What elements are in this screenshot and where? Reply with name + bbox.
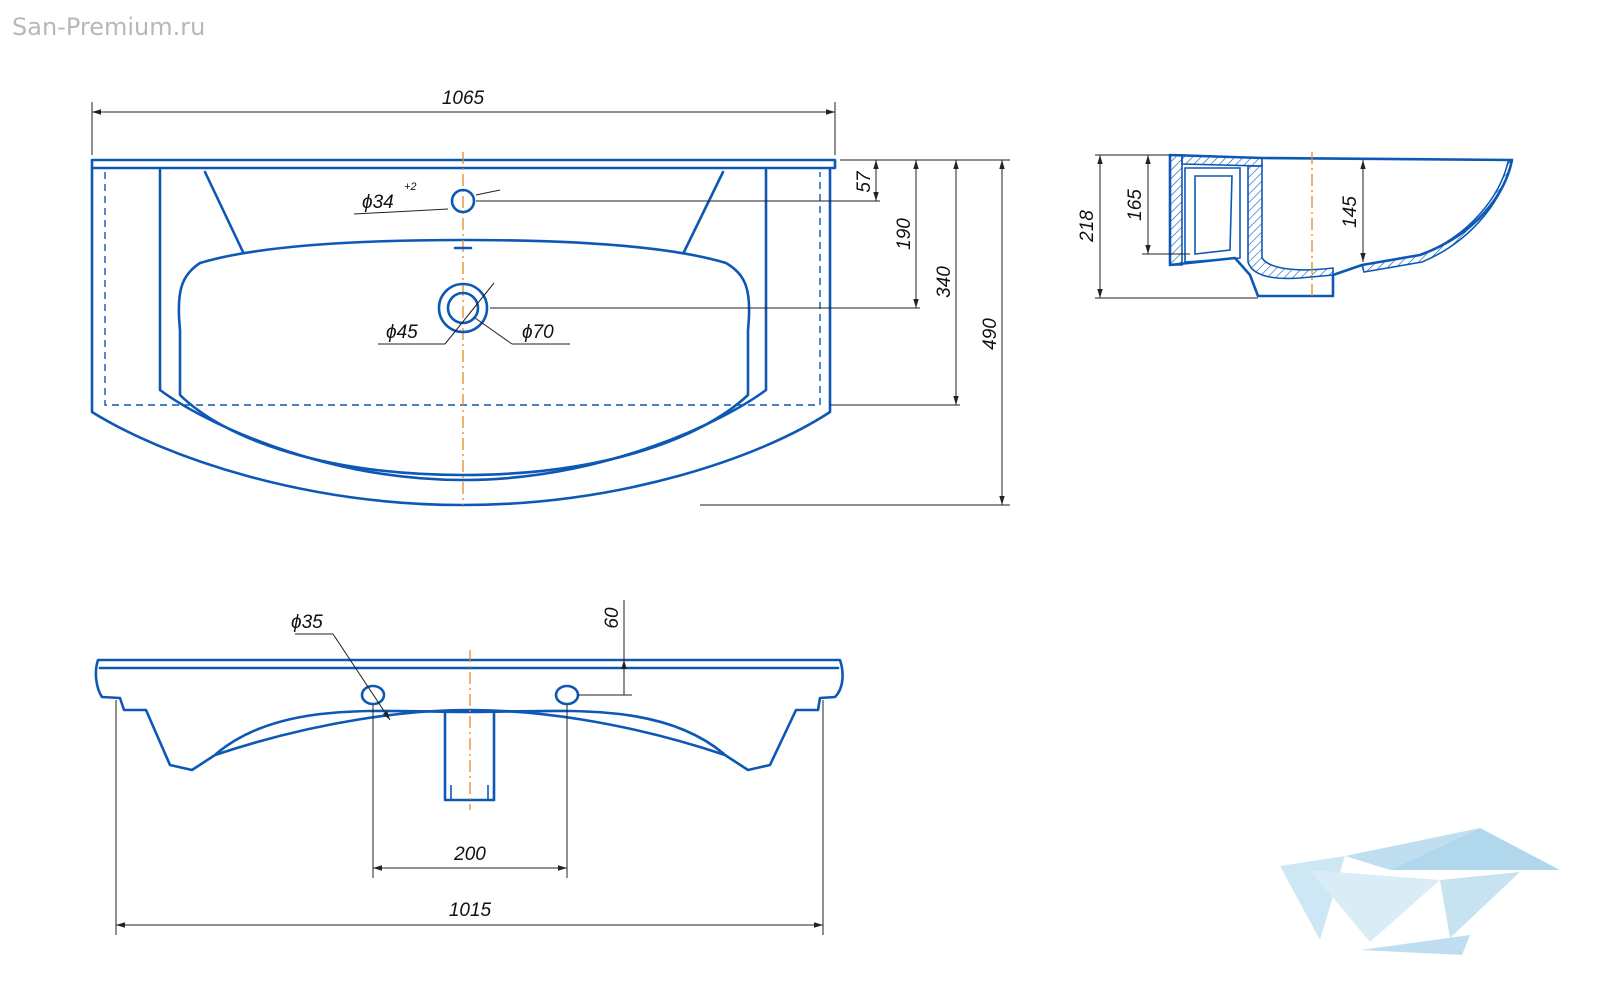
drain-inner (446, 291, 480, 325)
side-view-section-wall (1247, 165, 1334, 280)
top-view-outline (90, 158, 837, 507)
watermark-site-label: San-Premium.ru (12, 13, 205, 41)
dim-overall-height: 218 (1077, 210, 1098, 243)
dim-hole-spacing: 200 (453, 844, 486, 865)
side-view: 218 165 145 (1077, 152, 1514, 300)
dim-depth-to-tap: 57 (854, 170, 875, 193)
dim-overall-width: 1065 (442, 88, 485, 109)
mount-hole-right (554, 684, 580, 706)
dim-hole-height: 60 (602, 607, 623, 629)
dim-bowl-depth: 145 (1340, 196, 1361, 228)
top-view-bowl (177, 238, 751, 477)
mount-hole-left (360, 684, 386, 706)
dim-depth-to-drain: 190 (894, 218, 915, 250)
dim-mount-hole: ϕ35 (291, 612, 323, 633)
dim-mount-width: 1015 (449, 900, 492, 921)
dim-overflow-outer: ϕ70 (522, 322, 554, 343)
dim-depth-to-back: 340 (934, 266, 955, 298)
side-view-section-back (1169, 154, 1183, 266)
dim-tap-hole: ϕ34 (362, 192, 394, 213)
front-view: ϕ35 60 200 1015 (94, 600, 844, 935)
front-view-outline (94, 658, 844, 772)
drain-outer (437, 282, 489, 334)
dim-drain: ϕ45 (386, 322, 418, 343)
dim-overall-depth: 490 (980, 318, 1001, 350)
dim-tap-hole-tolerance: +2 (404, 181, 417, 193)
dim-pedestal-height: 165 (1125, 189, 1146, 221)
top-view: 1065 ϕ34 +2 ϕ45 ϕ70 57 190 340 490 (90, 88, 1010, 507)
tap-hole (450, 188, 476, 214)
side-view-section-front (1360, 158, 1514, 273)
bathtub-logo-icon (1280, 828, 1560, 955)
